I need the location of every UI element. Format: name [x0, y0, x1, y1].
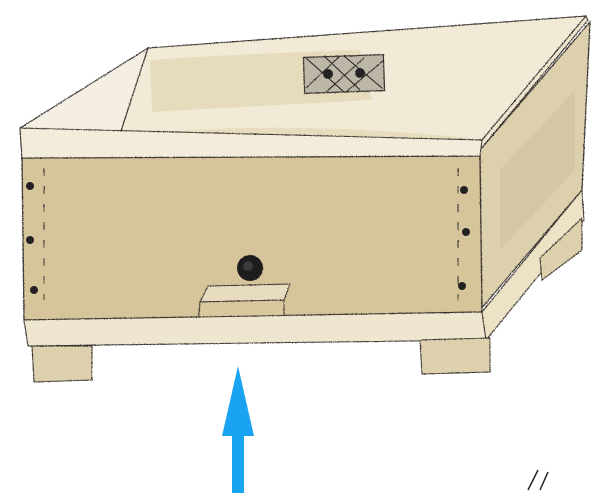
up-arrow-icon: [222, 366, 254, 493]
pencil-mark: [528, 470, 548, 490]
knob-icon: [237, 255, 263, 281]
mesh-vent-icon: [303, 55, 384, 94]
